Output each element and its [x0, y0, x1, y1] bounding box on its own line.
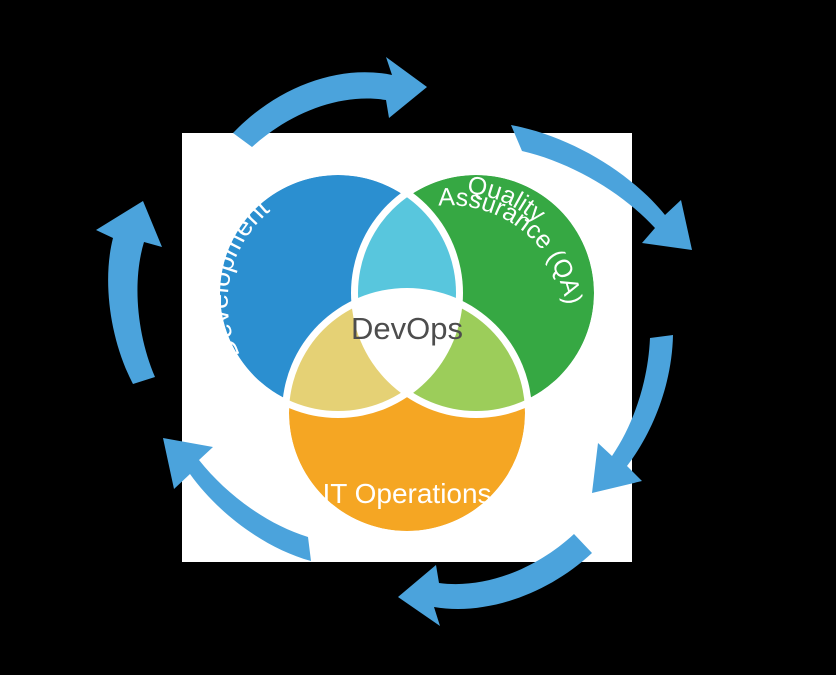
- venn-center-label: DevOps: [351, 311, 463, 346]
- content-panel: op Au D: [182, 133, 632, 562]
- venn-overlap-dev-ops: [289, 295, 456, 411]
- devops-venn-diagram: DevOps Development Quality Assurance (QA…: [204, 171, 594, 531]
- venn-overlap-dev-qa: [358, 175, 456, 411]
- venn-overlap-qa-ops: [358, 295, 525, 411]
- venn-label-it-operations: IT Operations: [322, 478, 491, 509]
- cycle-arrow-left-upper: [96, 201, 162, 384]
